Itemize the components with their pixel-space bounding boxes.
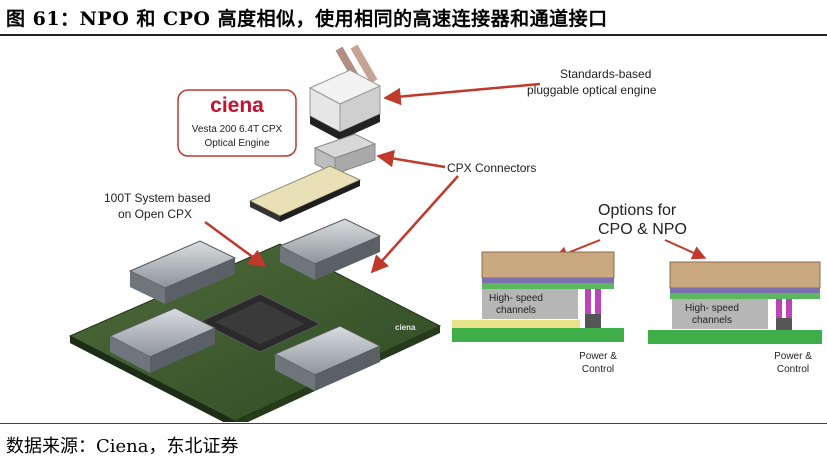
figure-title: 图 61：NPO 和 CPO 高度相似，使用相同的高速连接器和通道接口 — [6, 8, 608, 30]
options-arrow-right — [664, 239, 707, 260]
figure-illustration: ciena Vesta 200 6.4T CPX Optical Engine — [68, 44, 822, 422]
module-cluster-bottom-right — [273, 325, 382, 391]
source-note: 数据来源：Ciena，东北证券 — [6, 436, 239, 457]
cpx-arrow-upper — [376, 149, 446, 169]
npo-channel-label-2: channels — [692, 315, 732, 326]
npo-power-label-2: Control — [777, 364, 809, 375]
pluggable-arrow — [383, 82, 541, 106]
cpo-channel-label-1: High- speed — [489, 293, 543, 304]
main-board: ciena — [68, 218, 442, 422]
cpo-cross-section: High- speed channels Power & Control — [452, 251, 624, 375]
options-heading-2: CPO & NPO — [598, 221, 687, 238]
engine-caption-1: Vesta 200 6.4T CPX — [192, 124, 283, 135]
module-cluster-top-right — [278, 218, 382, 280]
npo-power-label-1: Power & — [774, 351, 812, 362]
pluggable-label-1: Standards-based — [560, 67, 651, 81]
pluggable-label-2: pluggable optical engine — [527, 83, 657, 97]
board-brand: ciena — [395, 323, 416, 332]
system-label-1: 100T System based — [104, 191, 211, 205]
npo-cross-section: High- speed channels Power & Control — [648, 261, 822, 375]
module-cluster-top-left — [128, 240, 237, 304]
options-heading-1: Options for — [598, 202, 677, 219]
pluggable-module — [308, 44, 382, 140]
engine-caption-2: Optical Engine — [204, 138, 269, 149]
engine-callout: ciena Vesta 200 6.4T CPX Optical Engine — [177, 89, 297, 157]
system-arrow — [204, 220, 267, 268]
module-cluster-bottom-left — [108, 307, 217, 373]
cpo-power-label-1: Power & — [579, 351, 617, 362]
source-rule — [0, 423, 827, 424]
cpo-channel-label-2: channels — [496, 305, 536, 316]
cpo-power-label-2: Control — [582, 364, 614, 375]
npo-channel-label-1: High- speed — [685, 303, 739, 314]
system-label-2: on Open CPX — [118, 207, 192, 221]
title-rule — [0, 34, 827, 36]
cpx-arrow-lower — [370, 175, 459, 274]
ciena-logo: ciena — [210, 94, 264, 117]
cpx-connectors-label: CPX Connectors — [447, 161, 536, 175]
cpx-connector-part — [248, 133, 377, 222]
